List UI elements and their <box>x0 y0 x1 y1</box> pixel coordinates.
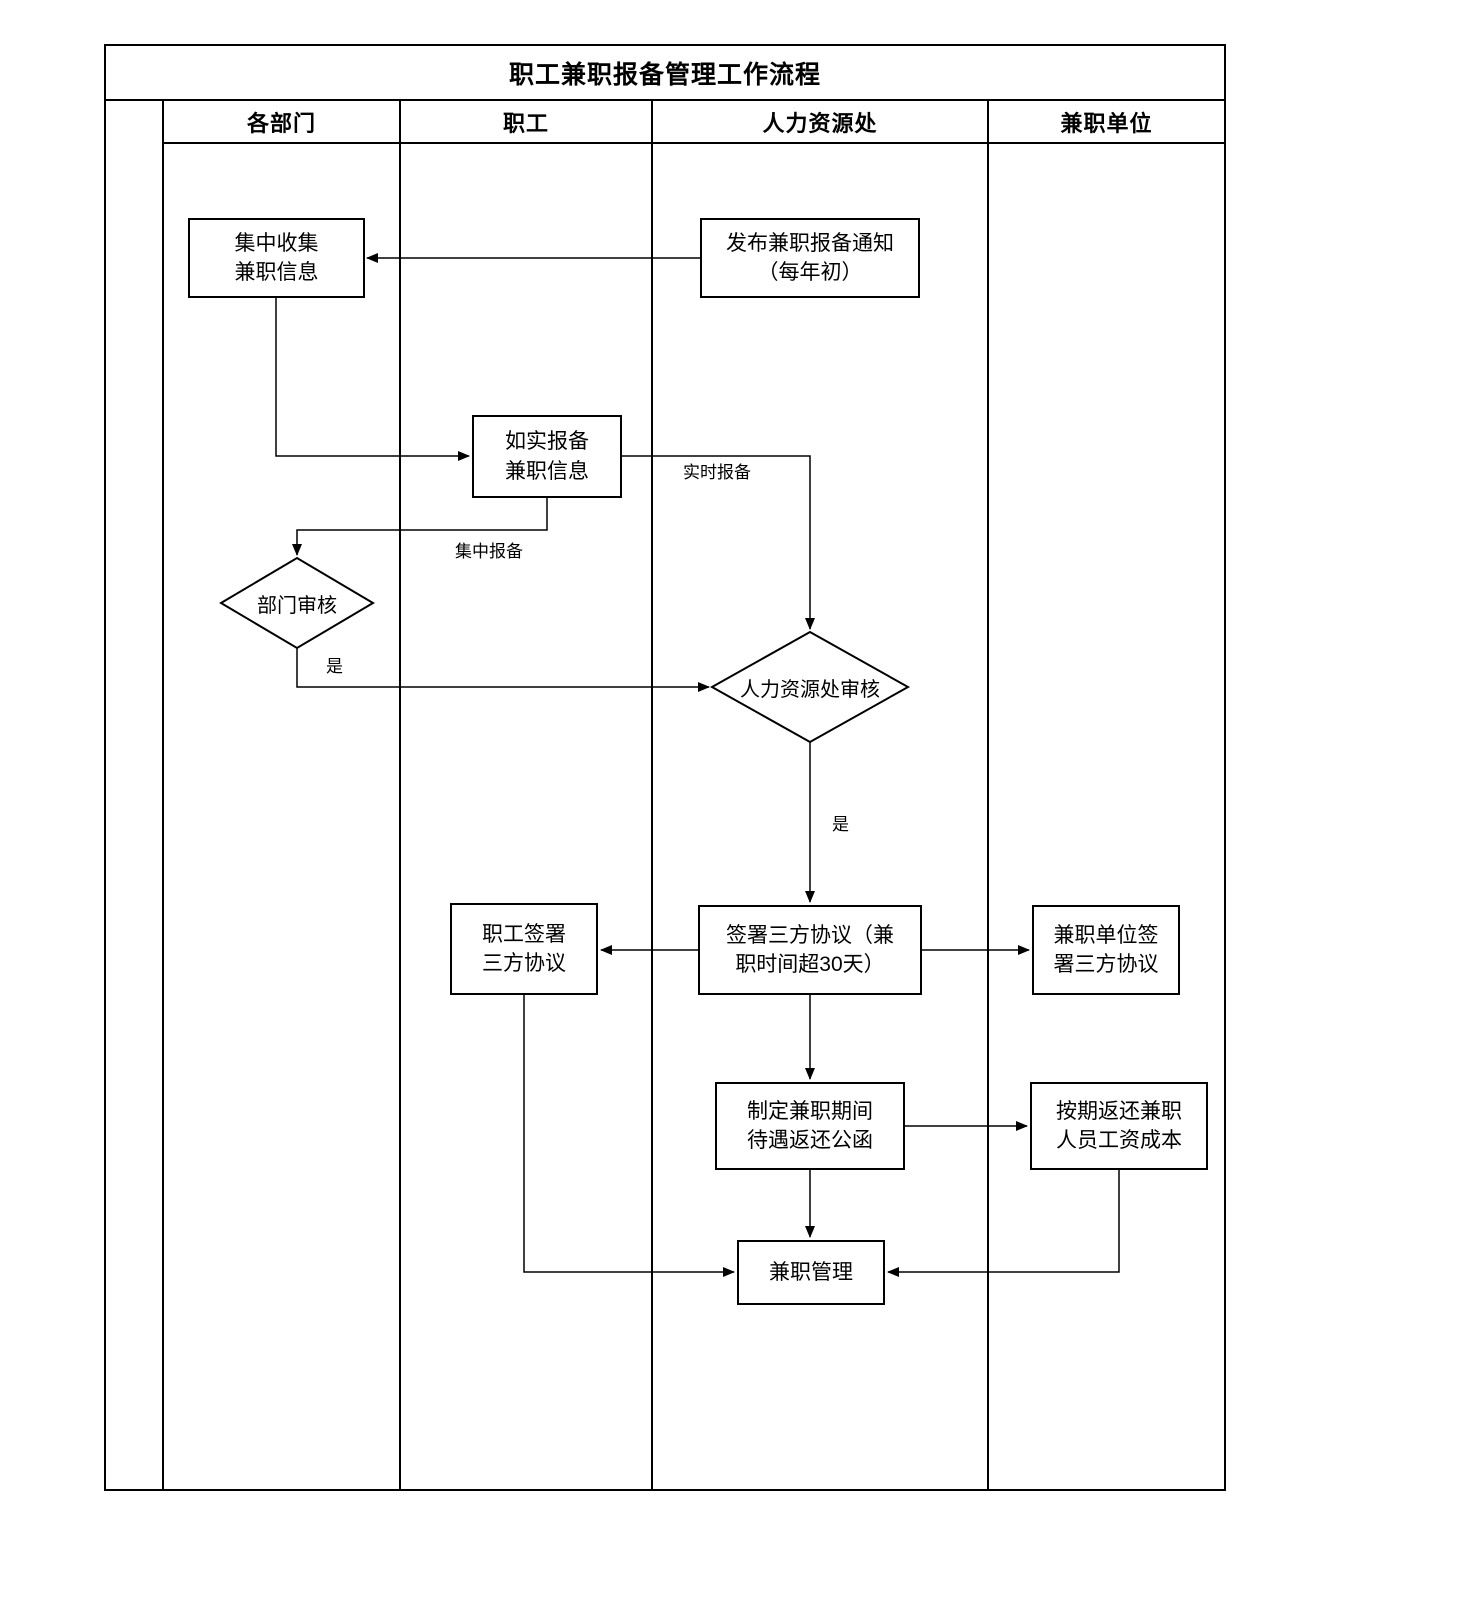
lane-header-employee: 职工 <box>502 110 549 136</box>
node-return-salary-line1: 按期返还兼职 <box>1056 1099 1182 1123</box>
hr-review-diamond <box>709 630 911 744</box>
edge-employee-sign-to-manage <box>523 995 735 1277</box>
node-benefit-letter: 制定兼职期间 待遇返还公函 <box>715 1082 905 1170</box>
node-publish-notice: 发布兼职报备通知 （每年初） <box>700 218 920 298</box>
outer-frame <box>104 44 1226 1491</box>
node-employee-sign-line1: 职工签署 <box>482 922 566 946</box>
node-return-salary: 按期返还兼职 人员工资成本 <box>1030 1082 1208 1170</box>
node-collect-info-line1: 集中收集 <box>234 231 319 255</box>
node-collect-info: 集中收集 兼职信息 <box>188 218 365 298</box>
edge-dept-review-to-hr-review <box>296 648 710 692</box>
edge-report-to-hr-review <box>622 455 815 630</box>
hr-review-label: 人力资源处审核 <box>740 678 880 701</box>
node-report-info-line2: 兼职信息 <box>505 459 589 483</box>
lane-header-departments: 各部门 <box>246 110 316 136</box>
node-parttime-manage-label: 兼职管理 <box>769 1260 853 1284</box>
node-report-info: 如实报备 兼职信息 <box>472 415 622 498</box>
page-title: 职工兼职报备管理工作流程 <box>508 60 821 89</box>
node-return-salary-line2: 人员工资成本 <box>1056 1129 1182 1152</box>
edge-label-realtime-report: 实时报备 <box>683 463 751 482</box>
node-benefit-letter-line2: 待遇返还公函 <box>747 1129 873 1152</box>
lane-header-hr-office: 人力资源处 <box>762 110 878 136</box>
dept-review-diamond <box>219 556 375 650</box>
node-publish-notice-line1: 发布兼职报备通知 <box>726 231 894 255</box>
node-sign-agreement-line1: 签署三方协议（兼 <box>726 923 894 947</box>
edge-label-dept-yes: 是 <box>326 657 343 676</box>
edge-label-centralized-report: 集中报备 <box>455 542 523 561</box>
node-employee-sign: 职工签署 三方协议 <box>450 903 598 995</box>
node-publish-notice-line2: （每年初） <box>757 261 863 284</box>
node-unit-sign-line2: 署三方协议 <box>1053 953 1159 976</box>
edge-report-to-dept-review <box>292 498 548 556</box>
node-report-info-line1: 如实报备 <box>505 430 589 454</box>
edge-collect-to-report <box>275 298 470 461</box>
node-parttime-manage: 兼职管理 <box>737 1240 885 1305</box>
node-employee-sign-line2: 三方协议 <box>482 952 566 975</box>
node-unit-sign-line1: 兼职单位签 <box>1053 923 1159 947</box>
edge-label-hr-yes: 是 <box>832 815 849 834</box>
lane-header-parttime-unit: 兼职单位 <box>1060 110 1153 136</box>
node-unit-sign: 兼职单位签 署三方协议 <box>1032 905 1180 995</box>
node-collect-info-line2: 兼职信息 <box>234 261 319 284</box>
dept-review-label: 部门审核 <box>257 594 337 617</box>
node-sign-agreement-line2: 职时间超30天） <box>735 953 885 976</box>
node-sign-agreement: 签署三方协议（兼 职时间超30天） <box>698 905 922 995</box>
edge-return-salary-to-manage <box>887 1170 1120 1277</box>
node-benefit-letter-line1: 制定兼职期间 <box>747 1099 873 1123</box>
